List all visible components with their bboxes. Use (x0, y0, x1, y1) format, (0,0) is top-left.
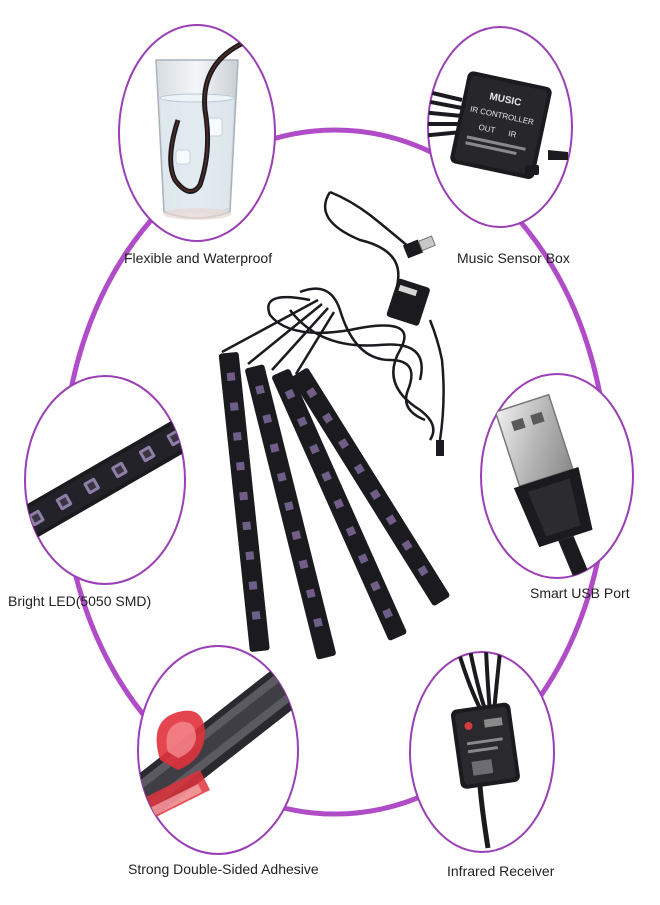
music-box-circle: MUSIC IR CONTROLLER OUT IR (427, 26, 573, 228)
adhesive-circle (137, 645, 299, 855)
waterproof-circle (118, 24, 276, 242)
label-music-box: Music Sensor Box (457, 250, 570, 266)
label-ir: Infrared Receiver (447, 863, 555, 879)
label-usb: Smart USB Port (530, 585, 630, 601)
led-strip-kit (218, 190, 450, 660)
label-led: Bright LED(5050 SMD) (8, 593, 152, 609)
led-circle (24, 375, 186, 585)
ir-circle (409, 651, 555, 853)
box-out-text: OUT (478, 123, 496, 135)
box-ir-text: IR (507, 129, 517, 140)
label-waterproof: Flexible and Waterproof (124, 250, 273, 266)
label-adhesive: Strong Double-Sided Adhesive (128, 861, 319, 877)
usb-circle (480, 373, 634, 579)
